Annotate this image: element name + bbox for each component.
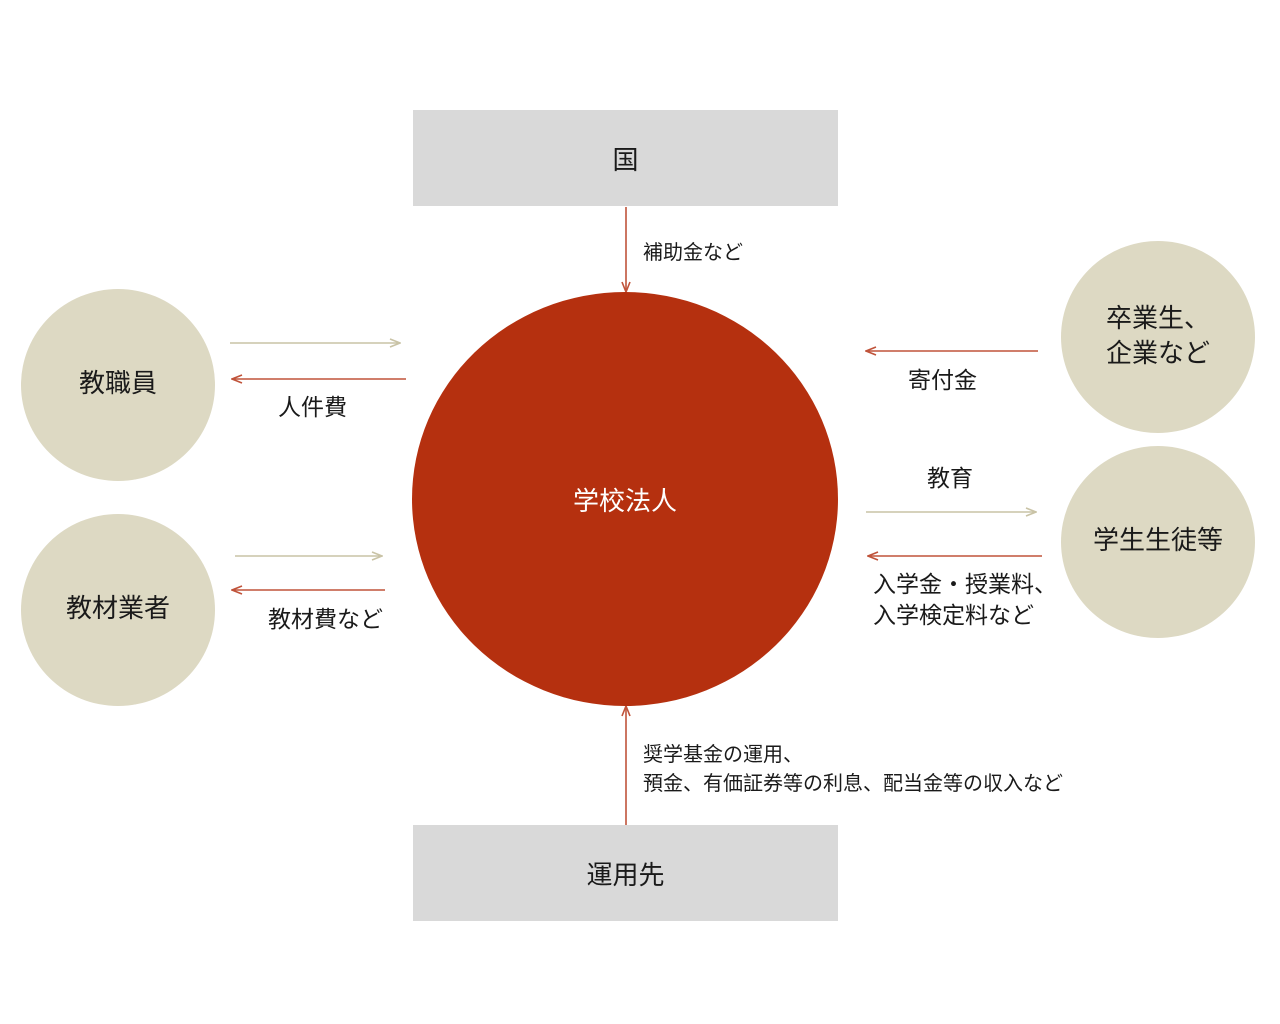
label-personnel-cost: 人件費 [278, 395, 347, 421]
node-alumni-companies-label: 卒業生、 企業など [1105, 303, 1210, 369]
node-investment-target-label: 運用先 [586, 860, 665, 891]
node-staff-label: 教職員 [78, 369, 157, 400]
label-donation: 寄付金 [908, 368, 977, 394]
node-students-label: 学生生徒等 [1092, 526, 1223, 557]
node-country: 国 [413, 110, 838, 206]
node-material-vendor-label: 教材業者 [65, 594, 170, 625]
node-investment-target: 運用先 [413, 825, 838, 921]
label-education: 教育 [927, 466, 973, 492]
label-subsidy: 補助金など [643, 240, 743, 264]
node-staff: 教職員 [21, 289, 215, 481]
node-school-corporation-label: 学校法人 [572, 486, 677, 517]
node-country-label: 国 [612, 145, 639, 176]
label-investment-income: 奨学基金の運用、 預金、有価証券等の利息、配当金等の収入など [643, 742, 1063, 795]
label-material-cost: 教材費など [268, 607, 383, 633]
node-school-corporation: 学校法人 [412, 292, 838, 706]
node-material-vendor: 教材業者 [21, 514, 215, 706]
node-students: 学生生徒等 [1061, 446, 1255, 638]
node-alumni-companies: 卒業生、 企業など [1061, 241, 1255, 433]
label-tuition: 入学金・授業料、 入学検定料など [873, 572, 1057, 630]
